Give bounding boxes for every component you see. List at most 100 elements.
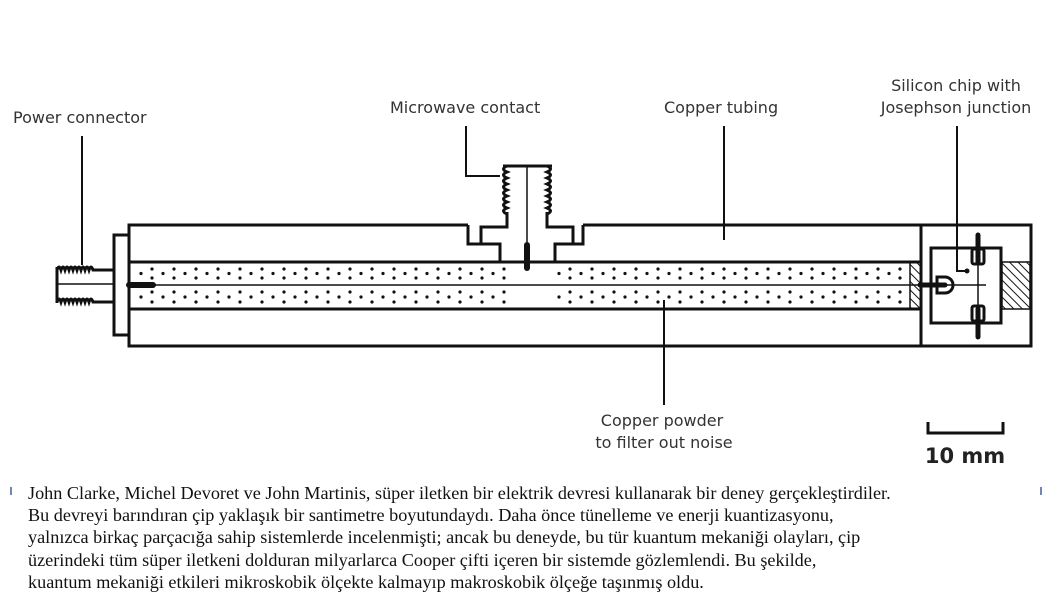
powder-dot xyxy=(744,276,748,280)
powder-dot xyxy=(898,290,902,294)
powder-dot xyxy=(612,267,616,271)
powder-dot xyxy=(458,276,462,280)
powder-dot xyxy=(447,295,451,299)
powder-dot xyxy=(700,300,704,304)
powder-dot xyxy=(172,267,176,271)
powder-dot xyxy=(205,271,209,276)
powder-dot xyxy=(854,276,858,280)
caption-paragraph: John Clarke, Michel Devoret ve John Mart… xyxy=(28,482,1038,593)
powder-dot xyxy=(271,295,275,299)
powder-dot xyxy=(194,300,198,304)
powder-dot xyxy=(194,290,198,294)
powder-dot xyxy=(392,267,396,271)
scale-bar xyxy=(926,422,1005,435)
powder-dot xyxy=(480,290,484,294)
silicon-chip-label-line1: Silicon chip with xyxy=(891,76,1021,95)
powder-dot xyxy=(612,300,616,304)
powder-dot xyxy=(887,295,891,299)
caption-line: kuantum mekaniği etkileri mikroskobik öl… xyxy=(28,571,704,592)
powder-dot xyxy=(733,295,737,299)
powder-dot xyxy=(656,267,660,271)
powder-dot xyxy=(854,267,858,271)
microwave-contact-label: Microwave contact xyxy=(390,98,540,117)
powder-dot xyxy=(458,300,462,304)
powder-dot xyxy=(491,271,495,276)
powder-dot xyxy=(359,271,363,276)
powder-dot xyxy=(161,271,165,276)
powder-dot xyxy=(656,300,660,304)
powder-dot xyxy=(304,300,308,304)
powder-dot xyxy=(689,295,693,299)
powder-dot xyxy=(227,271,231,276)
powder-dot xyxy=(502,300,506,304)
powder-dot xyxy=(810,290,814,294)
powder-dot xyxy=(788,276,792,280)
powder-dot xyxy=(656,276,660,280)
powder-dot xyxy=(436,290,440,294)
powder-dot xyxy=(370,276,374,280)
powder-dot xyxy=(722,290,726,294)
powder-dot xyxy=(348,267,352,271)
powder-dot xyxy=(370,290,374,294)
powder-dot xyxy=(348,290,352,294)
powder-dot xyxy=(139,271,143,276)
powder-dot xyxy=(777,271,781,276)
powder-dot xyxy=(282,290,286,294)
silicon-chip-label-line2: Josephson junction xyxy=(880,98,1032,117)
powder-dot xyxy=(832,290,836,294)
powder-dot xyxy=(843,271,847,276)
powder-dot xyxy=(425,271,429,276)
powder-dot xyxy=(898,300,902,304)
powder-dot xyxy=(282,276,286,280)
powder-dot xyxy=(414,290,418,294)
powder-dot xyxy=(744,267,748,271)
powder-dot xyxy=(359,295,363,299)
powder-dot xyxy=(238,290,242,294)
josephson-experiment-diagram: Power connector Microwave contact Copper… xyxy=(13,76,1033,468)
copper-powder-label-line2: to filter out noise xyxy=(595,433,732,452)
powder-dot xyxy=(876,267,880,271)
powder-dot xyxy=(370,300,374,304)
powder-dot xyxy=(590,267,594,271)
powder-dot xyxy=(337,271,341,276)
powder-dot xyxy=(326,300,330,304)
powder-dot xyxy=(645,271,649,276)
powder-dot xyxy=(678,276,682,280)
powder-dot xyxy=(414,276,418,280)
powder-dot xyxy=(172,276,176,280)
powder-dot xyxy=(755,295,759,299)
powder-dot xyxy=(557,295,561,299)
powder-dot xyxy=(623,271,627,276)
powder-dot xyxy=(370,267,374,271)
powder-dot xyxy=(876,300,880,304)
powder-dot xyxy=(678,267,682,271)
powder-dot xyxy=(150,300,154,304)
powder-dot xyxy=(436,267,440,271)
powder-dot xyxy=(480,267,484,271)
powder-dot xyxy=(458,267,462,271)
powder-dot xyxy=(337,295,341,299)
powder-dot xyxy=(469,271,473,276)
powder-dot xyxy=(436,276,440,280)
powder-dot xyxy=(304,267,308,271)
powder-dot xyxy=(810,300,814,304)
powder-dot xyxy=(733,271,737,276)
powder-dot xyxy=(656,290,660,294)
powder-dot xyxy=(194,276,198,280)
powder-dot xyxy=(348,300,352,304)
powder-dot xyxy=(667,295,671,299)
powder-dot xyxy=(634,267,638,271)
powder-dot xyxy=(689,271,693,276)
powder-dot xyxy=(601,271,605,276)
powder-dot xyxy=(568,276,572,280)
powder-dot xyxy=(392,276,396,280)
powder-dot xyxy=(403,271,407,276)
powder-dot xyxy=(469,295,473,299)
powder-dot xyxy=(238,267,242,271)
powder-dot xyxy=(326,290,330,294)
powder-dot xyxy=(810,267,814,271)
powder-dot xyxy=(458,290,462,294)
powder-dot xyxy=(766,267,770,271)
powder-dot xyxy=(722,267,726,271)
powder-dot xyxy=(161,295,165,299)
